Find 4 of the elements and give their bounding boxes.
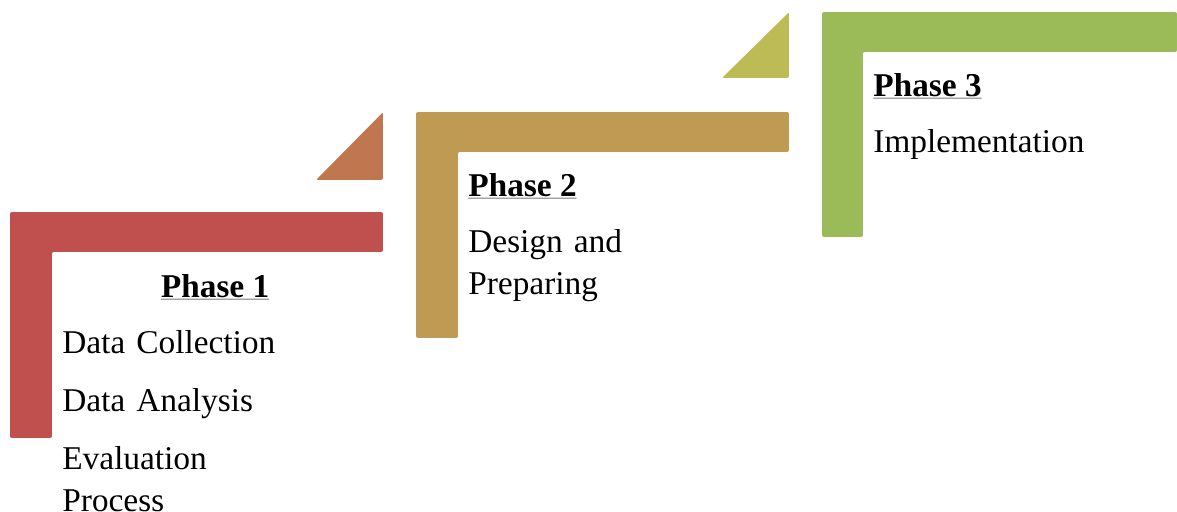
step-band: Phase 1 Data Collection Data Analysis Evaluation Process bbox=[10, 212, 383, 512]
step-band: Phase 3 Implementation bbox=[822, 12, 1177, 237]
node-label: Evaluation Process bbox=[63, 445, 207, 512]
step-band: Phase 2 Design and Preparing bbox=[416, 112, 789, 338]
